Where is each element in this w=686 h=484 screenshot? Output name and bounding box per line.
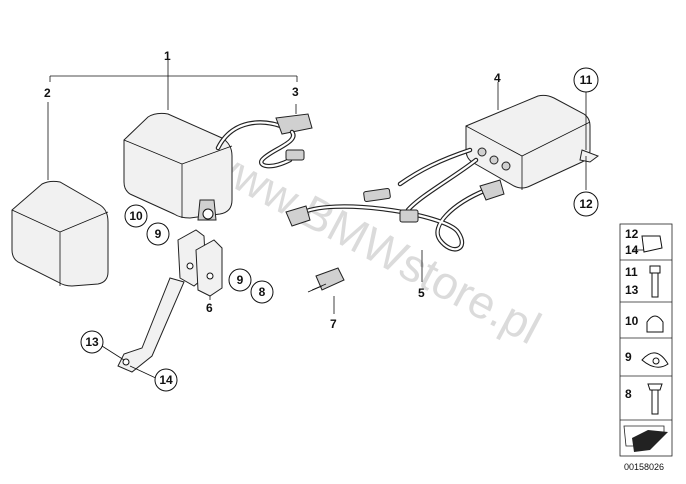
clip-nut-icon	[641, 235, 663, 253]
legend-12: 12	[625, 227, 639, 241]
mounting-bracket	[177, 229, 223, 300]
svg-text:12: 12	[579, 197, 593, 211]
callout-9-upper: 9	[146, 222, 170, 246]
svg-text:9: 9	[237, 273, 244, 287]
legend-14: 14	[625, 243, 639, 257]
svg-text:8: 8	[259, 285, 266, 299]
callout-13: 13	[80, 330, 104, 354]
legend-8: 8	[625, 387, 632, 401]
plug-connector	[215, 104, 313, 169]
bolt-icon	[649, 265, 661, 298]
legend-9: 9	[625, 350, 632, 364]
cap-nut-icon	[646, 315, 664, 333]
small-plug	[307, 267, 345, 314]
callout-10: 10	[124, 204, 148, 228]
svg-text:13: 13	[85, 335, 99, 349]
callout-11: 11	[573, 67, 599, 93]
callout-3: 3	[292, 85, 299, 99]
main-unit	[123, 112, 233, 221]
callout-9-lower: 9	[228, 268, 252, 292]
svg-text:11: 11	[580, 73, 593, 87]
support-arm	[101, 277, 185, 381]
legend-11: 11	[625, 265, 638, 279]
callout-6: 6	[206, 301, 213, 315]
protective-cover	[11, 102, 109, 287]
callout-2: 2	[44, 86, 51, 100]
callout-14: 14	[154, 368, 178, 392]
screw-icon	[647, 383, 663, 415]
hardware-legend: 12 14 11 13 10 9 8	[619, 223, 673, 457]
svg-text:14: 14	[159, 373, 173, 387]
svg-text:9: 9	[155, 227, 162, 241]
callout-12: 12	[573, 191, 599, 217]
callout-4: 4	[494, 71, 501, 85]
wiring-harness	[285, 147, 505, 282]
callout-1-bracket	[49, 60, 298, 110]
callout-8: 8	[250, 280, 274, 304]
arrow-icon	[623, 425, 668, 452]
legend-13: 13	[625, 283, 639, 297]
svg-text:10: 10	[129, 209, 143, 223]
callout-7: 7	[330, 317, 337, 331]
legend-10: 10	[625, 314, 639, 328]
control-unit	[465, 82, 600, 190]
callout-1: 1	[164, 49, 171, 63]
document-id: 00158026	[624, 462, 664, 472]
callout-5: 5	[418, 286, 425, 300]
